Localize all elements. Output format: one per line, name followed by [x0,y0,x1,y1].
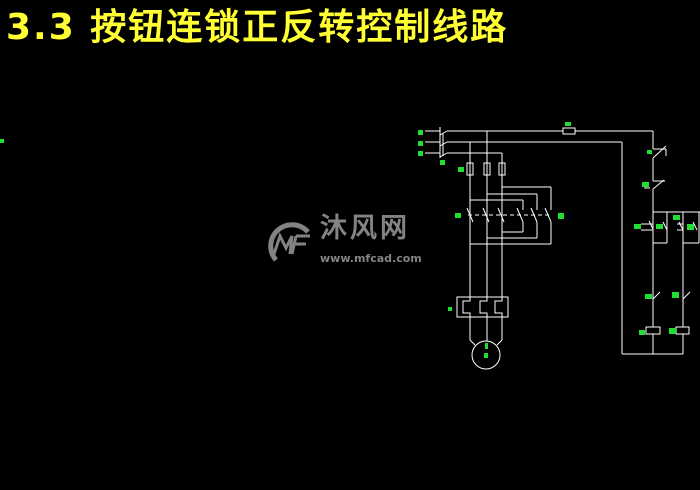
watermark-name: 沐风网 [320,213,410,244]
phase-lines [466,131,506,297]
fuse-3 [498,162,506,176]
fuse-1 [466,162,474,176]
slide-title: 3.3 按钮连锁正反转控制线路 [6,7,509,48]
fuse-2 [483,162,491,176]
thermal-relay [456,296,509,346]
supply-lines [425,130,653,154]
control-fuse [562,127,576,135]
coil-km1 [645,326,661,335]
motor [471,340,501,370]
coil-km2 [675,326,690,335]
main-switch [439,127,448,158]
component-labels [0,122,694,358]
watermark: 沐风网 www.mfcad.com [268,214,438,270]
control-circuit [621,131,700,355]
watermark-url: www.mfcad.com [320,252,422,265]
main-contacts [466,186,552,245]
mfcad-logo-icon [268,222,310,262]
